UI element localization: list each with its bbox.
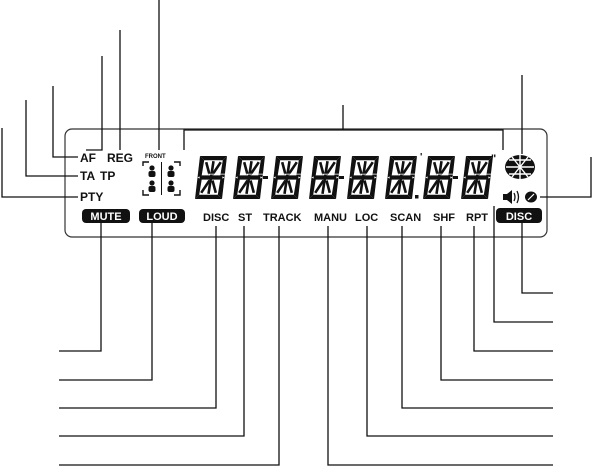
indicator-ta: TA bbox=[80, 169, 95, 183]
indicator-scan: SCAN bbox=[390, 212, 421, 224]
leader-loc bbox=[366, 226, 553, 437]
indicator-shf: SHF bbox=[433, 212, 455, 224]
leader-scan bbox=[401, 226, 553, 409]
leader-rpt bbox=[473, 226, 553, 352]
svg-text:MUTE: MUTE bbox=[90, 211, 121, 223]
leader-mute bbox=[59, 223, 102, 352]
loud-badge: LOUD bbox=[139, 209, 185, 223]
svg-text:DISC: DISC bbox=[506, 211, 532, 223]
segment-digit bbox=[347, 156, 379, 199]
segment-separator bbox=[263, 176, 268, 179]
indicator-track: TRACK bbox=[263, 212, 302, 224]
segment-separator bbox=[339, 176, 344, 179]
leader-track bbox=[59, 226, 280, 466]
prime-mark-2: " bbox=[491, 153, 496, 165]
indicator-manu: MANU bbox=[314, 212, 347, 224]
leader-loud bbox=[59, 223, 153, 381]
disc-badge: DISC bbox=[496, 208, 542, 223]
leader-st bbox=[59, 226, 245, 437]
disc-icon bbox=[505, 155, 535, 179]
segment-separator bbox=[453, 176, 458, 179]
segment-digit bbox=[385, 156, 417, 199]
segment-display bbox=[195, 156, 493, 199]
leader-disc-badge bbox=[521, 223, 553, 294]
mute-badge: MUTE bbox=[82, 209, 130, 223]
leader-af bbox=[86, 56, 103, 151]
leader-af-2 bbox=[52, 86, 78, 158]
leader-pty bbox=[1, 128, 78, 198]
segment-digit bbox=[195, 156, 227, 199]
speaker-layout-icon bbox=[142, 161, 181, 196]
indicator-af: AF bbox=[80, 151, 96, 165]
leader-manu bbox=[327, 226, 553, 466]
indicator-disc: DISC bbox=[203, 212, 229, 224]
play-indicator-icon bbox=[525, 191, 537, 203]
indicator-pty: PTY bbox=[80, 190, 103, 204]
lcd-panel bbox=[64, 128, 548, 238]
indicator-rpt: RPT bbox=[466, 212, 488, 224]
prime-mark-1: ' bbox=[420, 152, 422, 163]
front-label: FRONT bbox=[145, 154, 166, 160]
volume-icon bbox=[503, 190, 520, 204]
leader-shf bbox=[440, 226, 553, 381]
indicator-tp: TP bbox=[100, 169, 115, 183]
leader-volume bbox=[493, 206, 553, 323]
indicator-loc: LOC bbox=[355, 212, 378, 224]
leader-ta bbox=[25, 100, 78, 177]
leader-digits-bracket bbox=[183, 129, 504, 150]
segment-digit bbox=[271, 156, 303, 199]
segment-digit bbox=[423, 156, 455, 199]
svg-text:LOUD: LOUD bbox=[146, 211, 177, 223]
leader-disc bbox=[59, 226, 217, 409]
segment-digit bbox=[233, 156, 265, 199]
segment-separator bbox=[415, 195, 419, 199]
segment-digit bbox=[309, 156, 341, 199]
indicator-reg: REG bbox=[107, 151, 133, 165]
leader-play-icon bbox=[540, 157, 592, 198]
indicator-st: ST bbox=[238, 212, 252, 224]
segment-digit bbox=[461, 156, 493, 199]
